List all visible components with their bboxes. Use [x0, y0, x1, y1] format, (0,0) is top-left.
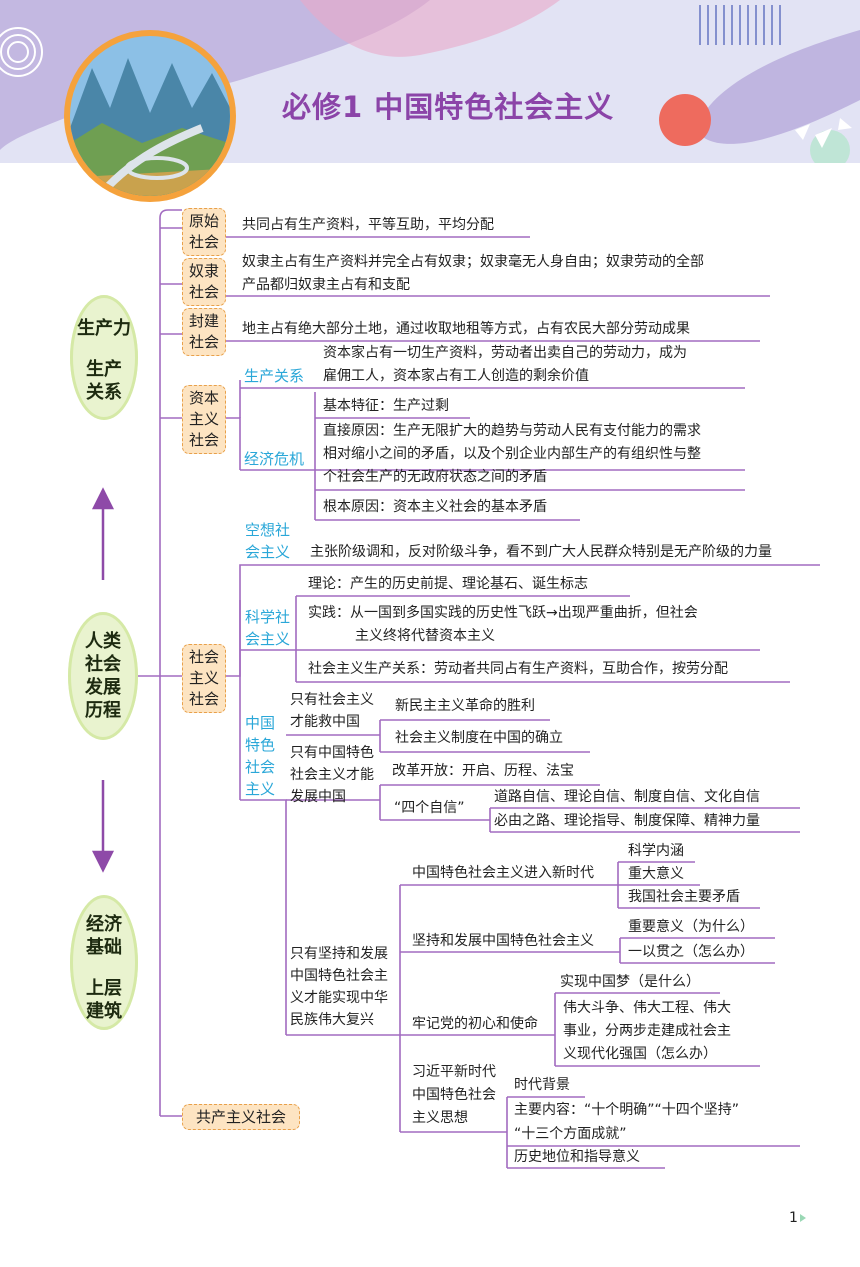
tag-text: 资本: [188, 389, 219, 407]
new-era: 中国特色社会主义进入新时代: [412, 865, 594, 881]
tag-text: 主义: [188, 410, 219, 428]
system-established: 社会主义制度在中国的确立: [395, 730, 563, 746]
new-era-item-2: 重大意义: [628, 866, 684, 882]
mission-great-2: 事业，分两步走建成社会主: [563, 1023, 731, 1039]
oval-text: 关系: [86, 382, 122, 403]
sci-practice-line2: 主义终将代替资本主义: [355, 628, 495, 644]
only-persist-line1: 只有坚持和发展: [290, 946, 388, 962]
tag-text: 社会: [188, 648, 219, 666]
only-socialism-line2: 才能救中国: [290, 714, 360, 730]
only-socialism-line1: 只有社会主义: [290, 692, 374, 708]
four-confidences: “四个自信”: [394, 800, 465, 816]
only-cs-line3: 发展中国: [290, 789, 346, 805]
tag-text: 封建: [188, 312, 219, 330]
xi-status: 历史地位和指导意义: [514, 1149, 640, 1165]
oval-text: 生产: [86, 359, 122, 380]
sci-practice-line1: 实践：从一国到多国实践的历史性飞跃→出现严重曲折，但社会: [308, 605, 698, 621]
persist-develop: 坚持和发展中国特色社会主义: [412, 933, 594, 949]
crisis-direct-line1: 直接原因：生产无限扩大的趋势与劳动人民有支付能力的需求: [323, 423, 701, 439]
xi-content-2: “十三个方面成就”: [514, 1126, 627, 1142]
tag-text: 社会: [188, 431, 219, 449]
slave-text-line2: 产品都归奴隶主占有和支配: [242, 277, 410, 293]
oval-text: 人类: [85, 631, 121, 652]
feudal-text: 地主占有绝大部分土地，通过收取地租等方式，占有农民大部分劳动成果: [242, 321, 690, 337]
tag-text: 社会: [188, 283, 219, 301]
new-era-item-1: 科学内涵: [628, 843, 684, 859]
production-relation-title: 生产关系: [244, 367, 305, 385]
crisis-direct-line2: 相对缩小之间的矛盾，以及个别企业内部生产的有组织性与整: [323, 446, 701, 462]
persist-item-2: 一以贯之（怎么办）: [628, 944, 754, 960]
page-title: 必修1 中国特色社会主义: [282, 90, 615, 124]
crisis-direct-line3: 个社会生产的无政府状态之间的矛盾: [323, 469, 547, 485]
only-cs-line1: 只有中国特色: [290, 745, 374, 761]
sci-relation: 社会主义生产关系：劳动者共同占有生产资料，互助合作，按劳分配: [308, 661, 728, 677]
slave-text-line1: 奴隶主占有生产资料并完全占有奴隶；奴隶毫无人身自由；奴隶劳动的全部: [242, 254, 704, 270]
tag-communist-society: 共产主义社会: [182, 1104, 300, 1130]
mission-great-3: 义现代化强国（怎么办）: [563, 1046, 717, 1062]
cs-title-char: 社会: [245, 758, 276, 776]
new-era-item-3: 我国社会主要矛盾: [628, 889, 740, 905]
tag-text: 社会: [188, 690, 219, 708]
oval-text: 经济: [86, 914, 122, 935]
oval-text: 历程: [85, 700, 121, 721]
oval-text: 上层: [86, 978, 122, 999]
crisis-root: 根本原因：资本主义社会的基本矛盾: [323, 499, 547, 515]
confidence-1: 道路自信、理论自信、制度自信、文化自信: [494, 789, 760, 805]
mission-great-1: 伟大斗争、伟大工程、伟大: [563, 1000, 731, 1016]
utopian-title-1: 空想社: [245, 521, 291, 539]
xi-background: 时代背景: [514, 1077, 570, 1093]
tag-primitive-society: 原始社会: [182, 208, 226, 256]
sci-theory: 理论：产生的历史前提、理论基石、诞生标志: [308, 576, 588, 592]
oval-human-history: 人类 社会 发展 历程: [68, 612, 138, 740]
oval-text: 社会: [85, 654, 121, 675]
oval-text: 生产力: [77, 318, 131, 339]
scientific-title-1: 科学社: [245, 608, 291, 626]
tag-slave-society: 奴隶社会: [182, 258, 226, 306]
new-democratic: 新民主主义革命的胜利: [395, 698, 535, 714]
utopian-title-2: 会主义: [245, 543, 291, 561]
tag-text: 奴隶: [188, 262, 219, 280]
tag-feudal-society: 封建社会: [182, 308, 226, 356]
cs-title-char: 特色: [245, 736, 276, 754]
tag-text: 社会: [188, 233, 219, 251]
tag-text: 主义: [188, 669, 219, 687]
oval-base-superstructure: 经济 基础 上层 建筑: [70, 895, 138, 1030]
oval-productivity-relations: 生产力 生产 关系: [70, 295, 138, 420]
mission: 牢记党的初心和使命: [412, 1016, 538, 1032]
oval-text: 发展: [85, 677, 121, 698]
utopian-text: 主张阶级调和，反对阶级斗争，看不到广大人民群众特别是无产阶级的力量: [310, 544, 772, 560]
tag-text: 社会: [188, 333, 219, 351]
confidence-2: 必由之路、理论指导、制度保障、精神力量: [494, 813, 760, 829]
reform-opening: 改革开放：开启、历程、法宝: [392, 763, 574, 779]
only-persist-line4: 民族伟大复兴: [290, 1012, 374, 1028]
tag-socialist-society: 社会主义社会: [182, 644, 226, 713]
xi-thought-3: 主义思想: [412, 1110, 468, 1126]
landscape-photo: [64, 30, 236, 202]
mission-dream: 实现中国梦（是什么）: [560, 974, 700, 990]
xi-thought-1: 习近平新时代: [412, 1064, 496, 1080]
relation-text-line1: 资本家占有一切生产资料，劳动者出卖自己的劳动力，成为: [323, 345, 687, 361]
xi-content-1: 主要内容：“十个明确”“十四个坚持”: [514, 1102, 740, 1118]
tag-text: 原始: [188, 212, 219, 230]
cs-title: 中国 特色 社会 主义: [245, 712, 281, 800]
tag-capitalist-society: 资本主义社会: [182, 385, 226, 454]
oval-text: 建筑: [86, 1001, 122, 1022]
page-number: 1: [789, 1210, 798, 1226]
only-persist-line2: 中国特色社会主: [290, 968, 388, 984]
scientific-title-2: 会主义: [245, 630, 291, 648]
crisis-feature: 基本特征：生产过剩: [323, 398, 449, 414]
only-cs-line2: 社会主义才能: [290, 767, 374, 783]
xi-thought-2: 中国特色社会: [412, 1087, 496, 1103]
economic-crisis-title: 经济危机: [244, 450, 305, 468]
relation-text-line2: 雇佣工人，资本家占有工人创造的剩余价值: [323, 368, 589, 384]
cs-title-char: 中国: [245, 714, 276, 732]
oval-text: 基础: [86, 937, 122, 958]
cs-title-char: 主义: [245, 780, 276, 798]
persist-item-1: 重要意义（为什么）: [628, 919, 754, 935]
only-persist-line3: 义才能实现中华: [290, 990, 388, 1006]
primitive-text: 共同占有生产资料，平等互助，平均分配: [242, 217, 494, 233]
